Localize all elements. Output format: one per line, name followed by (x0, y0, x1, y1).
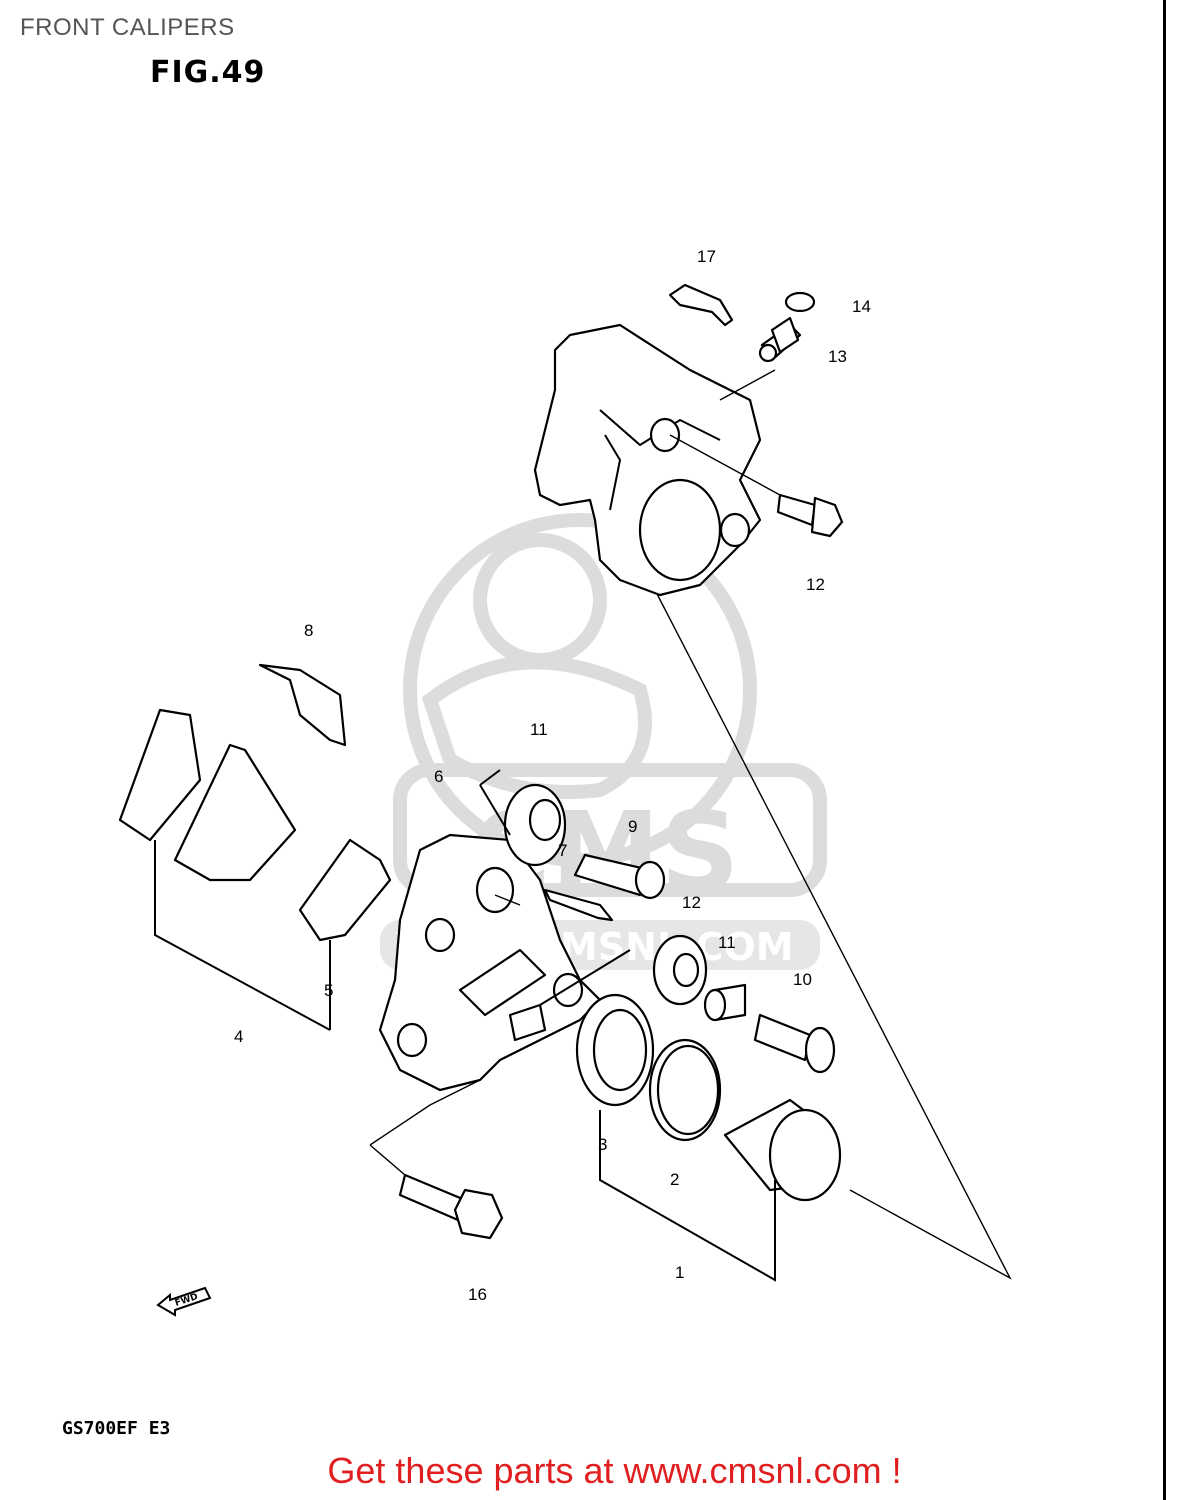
callout-12a: 11 (530, 720, 548, 739)
callout-17: 16 (468, 1285, 487, 1304)
callout-6: 6 (434, 767, 443, 786)
pin (543, 888, 614, 922)
callout-11: 11 (718, 933, 736, 952)
brake-pads (118, 708, 297, 882)
sleeve (573, 853, 666, 900)
pad-retainer (258, 663, 347, 747)
callout-4: 4 (234, 1027, 243, 1046)
piston-seal-outer (575, 993, 655, 1107)
callout-7: 7 (558, 841, 567, 860)
callout-1: 1 (675, 1263, 684, 1282)
mounting-bolt (398, 1173, 504, 1240)
piston-seal-inner (648, 1038, 722, 1142)
bleeder-valve (758, 316, 802, 363)
callout-15: 14 (852, 297, 871, 316)
pad-spring (668, 283, 734, 327)
model-code: GS700EF E3 (62, 1418, 171, 1439)
bleeder-cap (784, 291, 816, 313)
slide-pin (753, 1013, 836, 1074)
callout-16: 17 (697, 247, 716, 266)
callout-2: 2 (670, 1170, 679, 1189)
callout-10: 10 (793, 970, 812, 989)
callout-13: 12 (806, 575, 825, 594)
callout-3: 3 (598, 1135, 607, 1154)
callout-5: 5 (324, 981, 333, 1000)
callout-12b: 12 (682, 893, 701, 912)
callout-14: 13 (828, 347, 847, 366)
dust-boot-upper (503, 783, 567, 867)
caliper-bracket (378, 833, 602, 1092)
caliper-housing (533, 323, 762, 597)
piston (723, 1098, 842, 1202)
callout-8: 8 (304, 621, 313, 640)
cta-link[interactable]: Get these parts at www.cmsnl.com ! (0, 1450, 1179, 1492)
figure-label: FIG.49 (150, 55, 266, 90)
forward-arrow-icon: FWD (156, 1286, 212, 1317)
page-title: FRONT CALIPERS (20, 14, 235, 41)
callout-9: 9 (628, 817, 637, 836)
page-border (1163, 0, 1166, 1500)
bush (703, 983, 747, 1022)
dust-boot-lower (652, 934, 708, 1006)
pad-shim (298, 838, 392, 942)
caliper-bolt (776, 493, 844, 538)
cta-text[interactable]: Get these parts at www.cmsnl.com ! (327, 1450, 902, 1491)
